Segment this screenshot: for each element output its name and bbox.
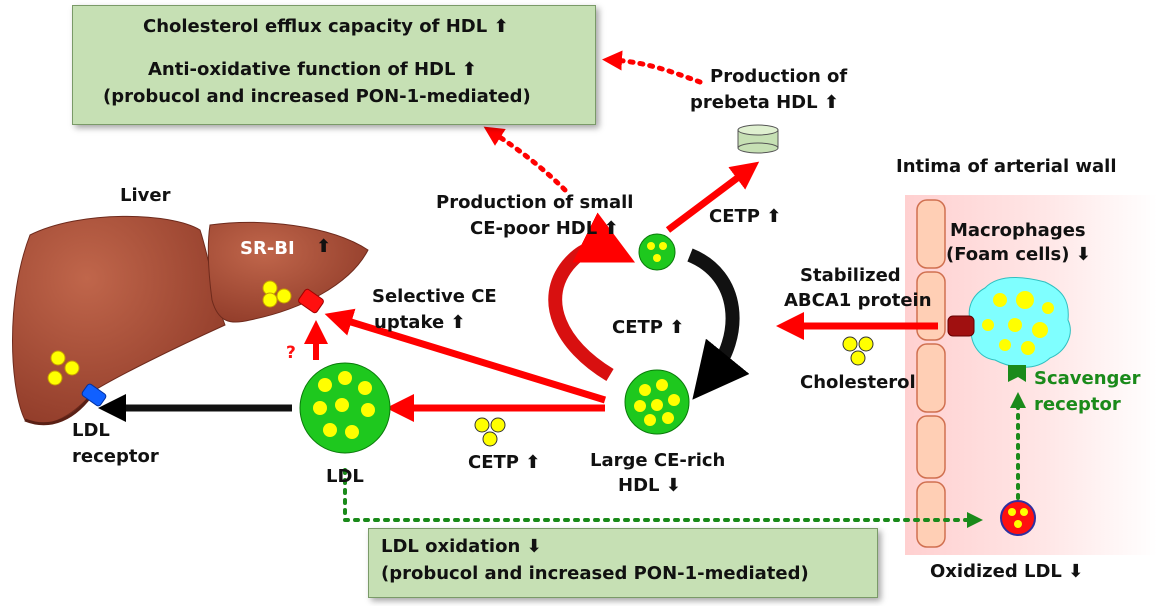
large-hdl-label-2: HDL ⬇ [618,475,681,496]
efflux-capacity-text: Cholesterol efflux capacity of HDL ⬆ [143,16,509,37]
ldl-receptor-label-1: LDL [72,420,110,441]
green-dotted-to-oxldl [343,468,983,528]
abca1-transporter-icon [947,315,975,337]
large-hdl-particle [624,369,690,435]
cholesterol-label: Cholesterol [800,372,916,393]
scavenger-receptor-icon [1008,365,1026,382]
liver-icon [12,215,369,426]
selective-uptake-label-2: uptake ⬆ [374,312,466,333]
srbi-label: SR-BI [240,238,295,259]
srbi-up-arrow: ⬆ [316,236,332,257]
macrophages-label-1: Macrophages [950,220,1086,241]
probucol-pon1-text-bottom: (probucol and increased PON-1-mediated) [381,563,809,584]
intima-background [905,195,1157,555]
cetp-cycle-label: CETP ⬆ [612,317,685,338]
prebeta-label-2: prebeta HDL ⬆ [690,92,839,113]
stabilized-label-1: Stabilized [800,265,901,286]
selective-uptake-label-1: Selective CE [372,286,497,307]
small-hdl-particle [638,233,676,271]
cycle-arrow-black [687,248,750,400]
cholesterol-dots [842,336,874,366]
endothelial-cells [916,199,946,548]
ldl-particle [299,362,391,454]
top-info-box: Cholesterol efflux capacity of HDL ⬆ Ant… [72,5,596,125]
bottom-info-box: LDL oxidation ⬇ (probucol and increased … [368,528,878,598]
arrow-to-prebeta [665,161,760,233]
ldl-label: LDL [326,466,364,487]
scavenger-receptor-label-1: Scavenger [1034,368,1141,389]
arrow-selective-uptake [324,308,607,404]
dotted-arrow-prebeta [602,50,703,85]
ldl-oxidation-text: LDL oxidation ⬇ [381,536,542,557]
liver-label: Liver [120,185,171,206]
dotted-arrow-small-hdl [483,126,568,193]
anti-oxidative-text: Anti-oxidative function of HDL ⬆ [148,59,477,80]
prebeta-hdl-icon [737,124,779,154]
ldl-receptor-label-2: receptor [72,446,159,467]
small-hdl-label-2: CE-poor HDL ⬆ [470,218,619,239]
probucol-pon1-text-top: (probucol and increased PON-1-mediated) [103,86,531,107]
large-hdl-label-1: Large CE-rich [590,450,726,471]
oxidized-ldl-particle [1000,500,1036,536]
scavenger-receptor-label-2: receptor [1034,394,1121,415]
small-hdl-label-1: Production of small [436,192,634,213]
intima-label: Intima of arterial wall [896,156,1117,177]
srbi-receptor-icon [298,288,324,314]
macrophages-label-2: (Foam cells) ⬇ [946,244,1091,265]
macrophage-foam-cell-icon [968,277,1071,368]
cetp-top-label: CETP ⬆ [709,206,782,227]
cetp-bottom-label: CETP ⬆ [468,452,541,473]
cycle-arrow-red [548,212,636,382]
question-mark: ? [286,343,296,363]
oxidized-ldl-label: Oxidized LDL ⬇ [930,561,1084,582]
stabilized-label-2: ABCA1 protein [784,290,932,311]
prebeta-label-1: Production of [710,66,848,87]
cholesterol-dots-bottom [474,417,506,447]
